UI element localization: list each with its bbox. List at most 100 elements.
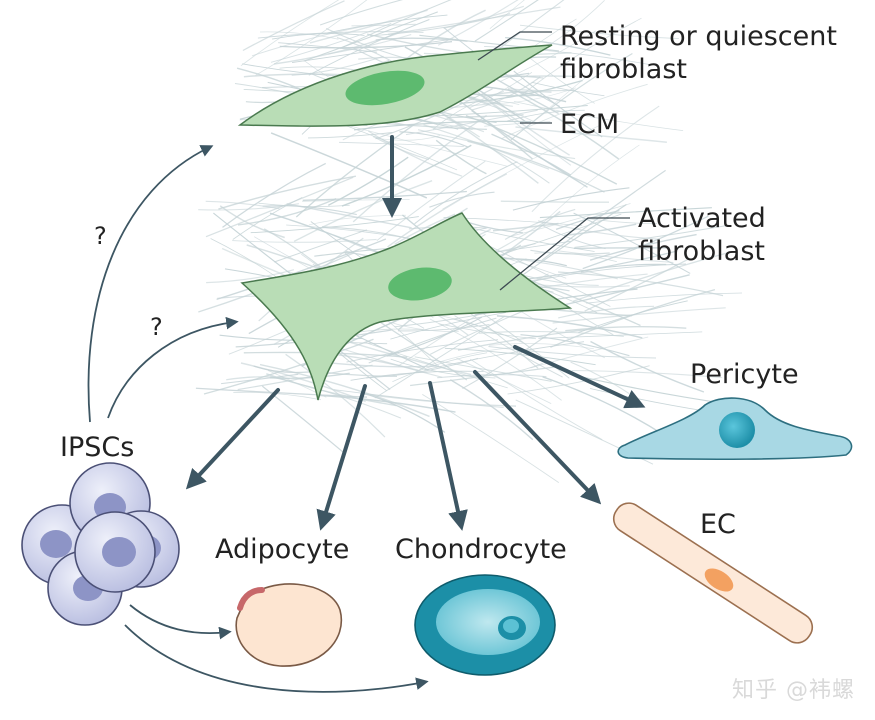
ecm-fiber xyxy=(410,365,562,387)
ecm-fiber xyxy=(565,325,687,332)
ecm-fiber xyxy=(505,36,611,56)
activated-fibroblast-nucleus xyxy=(388,267,452,301)
ecm-fiber xyxy=(500,258,567,267)
ecm-fiber xyxy=(293,180,433,243)
ecm-fiber xyxy=(531,81,605,97)
ecm-fiber xyxy=(513,70,603,138)
ecm-fiber xyxy=(537,220,659,240)
resting-fibroblast-label-line1: Resting or quiescent xyxy=(560,21,837,52)
ecm-fiber xyxy=(552,307,726,324)
ecm-fiber xyxy=(485,213,622,261)
question-mark-activated: ? xyxy=(150,313,163,341)
curved-arrows xyxy=(87,145,429,693)
arrow-to-ec xyxy=(473,370,602,505)
ecm-fiber xyxy=(520,334,630,357)
ecm-fiber xyxy=(449,379,534,441)
ecm-fiber xyxy=(573,212,691,274)
ecm-fiber xyxy=(360,392,517,407)
ecm-fiber xyxy=(429,318,562,401)
ecm-fiber xyxy=(250,216,419,234)
ecm-fiber xyxy=(308,19,430,76)
ecm-fiber xyxy=(465,114,618,185)
ecm-fiber xyxy=(221,373,299,385)
ecm-fiber xyxy=(490,255,618,280)
ecm-fiber xyxy=(206,269,295,284)
ecm-fiber xyxy=(351,23,416,27)
ecm-fiber xyxy=(307,132,393,139)
ecm-label: ECM xyxy=(560,109,619,140)
ecm-fiber xyxy=(467,140,605,193)
ecm-fiber xyxy=(489,0,525,29)
ecm-fiber xyxy=(414,161,518,225)
ecm-fiber xyxy=(319,0,403,26)
ec-nucleus xyxy=(704,568,734,592)
ecm-fiber xyxy=(295,123,415,218)
ecm-fiber xyxy=(530,336,649,369)
adipocyte-cell xyxy=(235,583,343,667)
ecm-fiber xyxy=(541,144,640,225)
ecm-fiber xyxy=(507,88,620,160)
ecm-fiber xyxy=(491,133,572,176)
ecm-fiber xyxy=(368,317,497,364)
activated-fibroblast xyxy=(240,212,573,401)
ecm-fiber xyxy=(322,226,412,240)
arrow-to-chondrocyte xyxy=(428,381,468,531)
activated-fibroblast-label-line2: fibroblast xyxy=(638,236,765,267)
ecm-fiber xyxy=(492,222,559,232)
ecm-fiber xyxy=(255,0,368,76)
ecm-fiber xyxy=(590,388,706,412)
ecm-fiber xyxy=(457,327,601,351)
ecm-fiber xyxy=(471,76,541,111)
ecm-fiber xyxy=(422,394,560,483)
ecm-fiber xyxy=(531,105,660,213)
activated-leader-line xyxy=(499,217,630,291)
ecm-fiber xyxy=(274,229,368,263)
ipsc-cell xyxy=(74,511,156,593)
ecm-fiber xyxy=(573,247,670,250)
adipocyte-nucleus xyxy=(237,587,265,611)
ecm-fiber xyxy=(309,9,428,44)
ecm-fiber xyxy=(394,213,456,246)
ecm-fiber xyxy=(390,312,506,340)
ecm-fiber xyxy=(226,376,290,381)
ecm-fiber xyxy=(443,5,524,29)
ecm-fiber xyxy=(367,130,463,177)
ecm-fiber xyxy=(411,105,588,118)
activated-fibroblast-label-line1: Activated xyxy=(638,203,766,234)
ecm-fiber xyxy=(372,135,430,161)
ecm-fiber xyxy=(489,343,594,350)
ecm-fiber xyxy=(398,9,486,66)
ecm-fiber xyxy=(469,358,603,441)
ecm-fiber xyxy=(279,40,453,49)
arrow-ipscs-to-activated xyxy=(107,316,239,419)
ecm-fiber xyxy=(257,31,424,39)
ecm-fiber xyxy=(376,160,486,241)
arrow-to-adipocyte xyxy=(316,384,367,531)
ecm-fiber xyxy=(352,114,487,223)
ecm-fiber xyxy=(417,129,576,160)
ecm-fiber xyxy=(580,263,667,273)
ecm-fiber xyxy=(500,83,648,140)
ecm-fiber xyxy=(500,200,610,203)
ecm-fiber xyxy=(474,0,539,42)
ecm-fiber xyxy=(198,203,299,211)
ecm-fiber xyxy=(496,315,643,339)
ecm-mesh-middle xyxy=(195,105,743,483)
ecm-fiber xyxy=(586,292,743,304)
ipsc-cluster xyxy=(21,462,180,626)
ecm-fiber xyxy=(541,224,606,250)
ecm-fiber xyxy=(259,363,430,418)
pericyte-label: Pericyte xyxy=(690,359,799,390)
arrow-to-ipscs xyxy=(185,388,280,490)
resting-fibroblast xyxy=(237,44,553,127)
ecm-fiber xyxy=(530,249,610,255)
ecm-fiber xyxy=(483,90,552,98)
ecm-fiber xyxy=(203,338,374,395)
ecm-fiber xyxy=(302,190,467,201)
ecm-fiber xyxy=(558,250,674,264)
ecm-fiber xyxy=(405,109,538,136)
ipscs-label: IPSCs xyxy=(60,432,134,463)
ec-cell xyxy=(612,502,814,644)
ecm-fiber xyxy=(270,22,392,63)
